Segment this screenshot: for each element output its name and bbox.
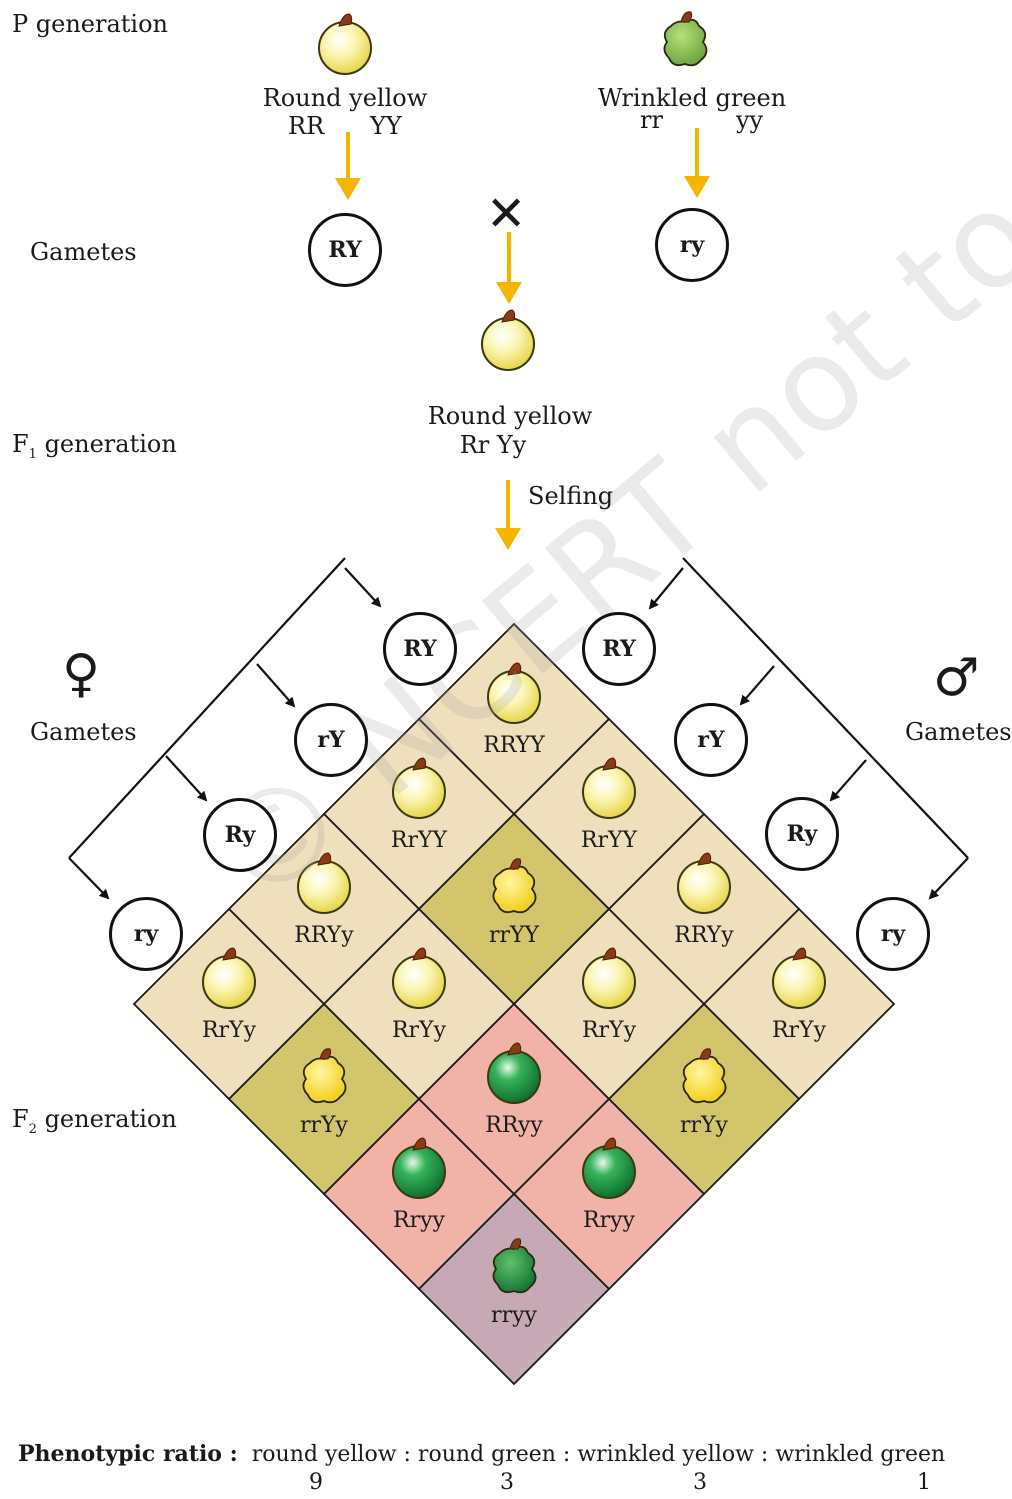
female-gamete: ry (109, 897, 183, 971)
wrinkled-yellow-seed-icon (492, 858, 537, 914)
genotype-label: RRYy (674, 923, 734, 948)
ratio-value: 3 (693, 1470, 707, 1495)
ratio-value: 3 (500, 1470, 514, 1495)
genotype-label: rryy (491, 1303, 537, 1328)
genotype-label: RRyy (485, 1113, 543, 1138)
round-yellow-seed-icon (582, 757, 636, 819)
female-symbol-icon: ♀ (62, 644, 101, 704)
ratio-value: 1 (917, 1470, 931, 1495)
genotype-label: RRYY (483, 733, 545, 758)
gametes-label: Gametes (30, 238, 137, 266)
genotype-label: RrYY (580, 828, 638, 853)
male-symbol-icon: ♂ (933, 648, 980, 708)
wrinkled-green-seed-icon (492, 1238, 537, 1294)
wrinkled-green-seed-icon (663, 11, 708, 67)
genotype-label: RrYy (201, 1018, 257, 1043)
cross-icon: ✕ (486, 186, 527, 242)
genotype-label: rrYy (680, 1113, 728, 1138)
female-gamete: rY (294, 703, 368, 777)
genotype-label: RrYy (581, 1018, 637, 1043)
round-yellow-seed-icon (481, 309, 535, 371)
parent-left-allele-1: RR (288, 112, 325, 140)
male-gametes-label: Gametes (905, 718, 1012, 746)
genotype-label: rrYy (300, 1113, 348, 1138)
parent-right-allele-1: rr (640, 106, 663, 134)
f2-generation-label: F2 generation (12, 1105, 177, 1137)
round-green-seed-icon (487, 1042, 541, 1104)
down-arrow-icon (335, 132, 361, 200)
down-arrow-icon (684, 128, 710, 198)
selfing-label: Selfing (528, 482, 614, 510)
genotype-label: RrYY (390, 828, 448, 853)
genotype-label: RrYy (391, 1018, 447, 1043)
genotype-label: RRYy (294, 923, 354, 948)
male-gamete: ry (856, 897, 930, 971)
gamete-branching-lines (68, 557, 969, 900)
down-arrow-icon (495, 480, 521, 550)
genotype-label: Rryy (393, 1208, 445, 1233)
genotype-label: Rryy (583, 1208, 635, 1233)
round-yellow-seed-icon (487, 662, 541, 724)
round-yellow-seed-icon (318, 13, 372, 75)
parent-right-allele-2: yy (736, 106, 764, 134)
wrinkled-yellow-seed-icon (302, 1048, 347, 1104)
round-yellow-seed-icon (582, 947, 636, 1009)
male-gamete: RY (582, 612, 656, 686)
f1-phenotype: Round yellow (427, 402, 593, 430)
f1-genotype: Rr Yy (459, 431, 527, 459)
parent-right-phenotype: Wrinkled green (597, 84, 787, 112)
seed-images (202, 11, 826, 1294)
genotype-label: RrYy (771, 1018, 827, 1043)
parent-left-phenotype: Round yellow (262, 84, 428, 112)
male-gamete: Ry (765, 797, 839, 871)
down-arrow-icon (496, 232, 522, 304)
round-yellow-seed-icon (772, 947, 826, 1009)
round-yellow-seed-icon (392, 947, 446, 1009)
female-gametes-label: Gametes (30, 718, 137, 746)
female-gamete: RY (383, 612, 457, 686)
p-generation-label: P generation (12, 10, 169, 38)
round-yellow-seed-icon (392, 757, 446, 819)
ratio-text: round yellow : round green : wrinkled ye… (251, 1442, 946, 1467)
ratio-heading: Phenotypic ratio : (18, 1441, 238, 1467)
gamete-ry-parent-left: RY (308, 213, 382, 287)
round-yellow-seed-icon (297, 852, 351, 914)
parent-left-allele-2: YY (370, 112, 402, 140)
f1-generation-label: F1 generation (12, 430, 177, 462)
ratio-value: 9 (309, 1470, 323, 1495)
inheritance-arrows (335, 128, 710, 550)
phenotypic-ratio-line: Phenotypic ratio : round yellow : round … (18, 1443, 945, 1466)
round-green-seed-icon (392, 1137, 446, 1199)
round-yellow-seed-icon (677, 852, 731, 914)
female-gamete: Ry (203, 798, 277, 872)
genotype-label: rrYY (488, 923, 540, 948)
round-yellow-seed-icon (202, 947, 256, 1009)
wrinkled-yellow-seed-icon (682, 1048, 727, 1104)
round-green-seed-icon (582, 1137, 636, 1199)
gamete-ry-parent-right: ry (655, 208, 729, 282)
male-gamete: rY (674, 703, 748, 777)
